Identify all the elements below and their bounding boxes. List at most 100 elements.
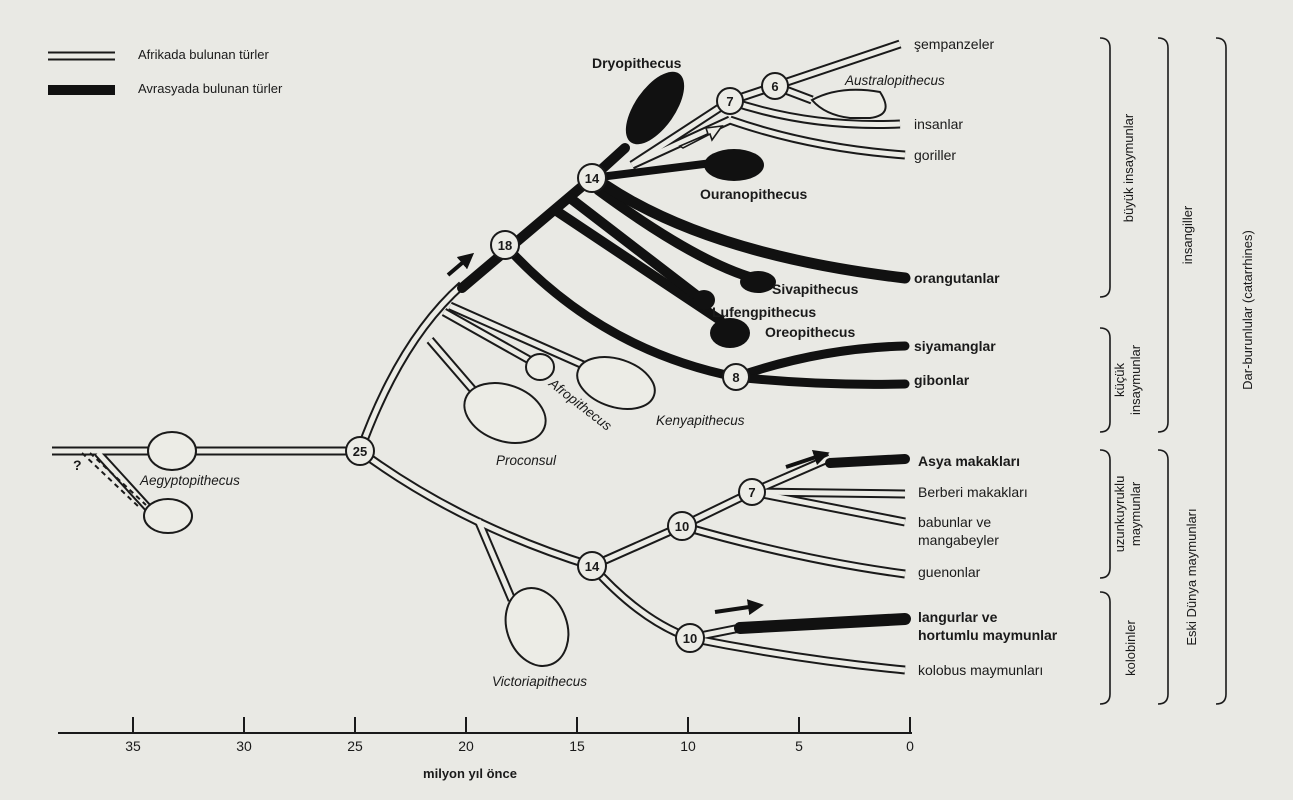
proconsul-blob — [463, 382, 547, 444]
group-insangiller: insangiller — [1180, 205, 1195, 264]
node-circle-14-apes — [577, 163, 607, 193]
dryopithecus-blob — [625, 71, 685, 145]
node-label-10-cercopith: 10 — [675, 519, 689, 534]
node-label-7-macaques: 7 — [748, 485, 755, 500]
taxon-siyamanglar: siyamanglar — [914, 338, 996, 354]
bracket-insangiller — [1157, 37, 1169, 433]
taxon-babunlar-line2: mangabeyler — [918, 532, 999, 548]
node-circle-18 — [490, 230, 520, 260]
bracket-kucuk — [1099, 327, 1111, 433]
node-circle-25 — [345, 436, 375, 466]
ouranopithecus-blob — [704, 149, 764, 181]
eurasian-branches — [457, 143, 911, 634]
node-label-25: 25 — [353, 444, 367, 459]
arrow-icon-macaques — [785, 449, 830, 469]
legend: Afrikada bulunan türler Avrasyada buluna… — [48, 47, 283, 96]
nodes: 25 18 14 7 6 8 14 10 7 10 — [345, 72, 789, 653]
australopithecus-label: Australopithecus — [844, 73, 945, 88]
node-circle-10-colobines — [675, 623, 705, 653]
hollow-arrow-icon — [678, 124, 724, 149]
oreopithecus-label: Oreopithecus — [765, 324, 855, 340]
sivapithecus-label: Sivapithecus — [772, 281, 859, 297]
aegyptopithecus-label: Aegyptopithecus — [139, 473, 240, 488]
node-circle-8 — [722, 363, 750, 391]
axis-tick-label: 25 — [347, 738, 363, 754]
lufengpithecus-label: Lufengpithecus — [712, 304, 816, 320]
node-label-6: 6 — [771, 79, 778, 94]
victoriapithecus-blob — [504, 587, 570, 667]
axis-tick-label: 30 — [236, 738, 252, 754]
afropithecus-blob — [525, 353, 555, 381]
group-labels: büyük insaymunlar küçük insaymunlar insa… — [1112, 113, 1255, 676]
node-circle-6 — [761, 72, 789, 100]
sivapithecus-blob — [740, 271, 776, 293]
arrow-icon-langurs — [714, 599, 764, 616]
kenyapithecus-label: Kenyapithecus — [656, 413, 745, 428]
question-mark: ? — [73, 457, 82, 473]
node-circle-7-macaques — [738, 478, 766, 506]
node-circle-10-cercopith — [667, 511, 697, 541]
fossil-blobs — [143, 71, 887, 667]
group-brackets — [1099, 37, 1227, 705]
taxon-gibonlar: gibonlar — [914, 372, 970, 388]
taxon-langurlar-line2: hortumlu maymunlar — [918, 627, 1058, 643]
taxon-orangutanlar: orangutanlar — [914, 270, 1000, 286]
proconsul-label: Proconsul — [496, 453, 557, 468]
time-axis: 35 30 25 20 15 10 5 0 milyon yıl önce — [58, 717, 914, 781]
node-label-7-apes: 7 — [726, 94, 733, 109]
taxon-kolobus: kolobus maymunları — [918, 662, 1043, 678]
dryopithecus-label: Dryopithecus — [592, 55, 682, 71]
node-label-18: 18 — [498, 238, 512, 253]
group-buyuk-insaymunlar: büyük insaymunlar — [1121, 113, 1136, 222]
group-eski-dunya: Eski Dünya maymunları — [1184, 508, 1199, 645]
node-circle-14-monkeys — [577, 551, 607, 581]
taxon-sempanzeler: şempanzeler — [914, 36, 994, 52]
taxon-berberi-makaklari: Berberi makakları — [918, 484, 1028, 500]
node-label-14-apes: 14 — [585, 171, 600, 186]
bracket-dar — [1215, 37, 1227, 705]
axis-tick-label: 35 — [125, 738, 141, 754]
group-uzun-line1: uzunkuyruklu — [1112, 476, 1127, 553]
group-kucuk-line1: küçük — [1112, 363, 1127, 397]
aegyptopithecus-blob — [147, 431, 197, 471]
arrow-icon-apes — [446, 252, 475, 277]
taxon-babunlar-line1: babunlar ve — [918, 514, 991, 530]
axis-tick-label: 10 — [680, 738, 696, 754]
taxon-guenonlar: guenonlar — [918, 564, 981, 580]
victoriapithecus-label: Victoriapithecus — [492, 674, 587, 689]
australopithecus-blob — [810, 88, 887, 119]
taxon-insanlar: insanlar — [914, 116, 963, 132]
taxon-goriller: goriller — [914, 147, 956, 163]
legend-africa-label: Afrikada bulunan türler — [138, 47, 269, 62]
bracket-uzun — [1099, 449, 1111, 579]
taxon-asya-makaklari: Asya makakları — [918, 453, 1020, 469]
bracket-eski — [1157, 449, 1169, 705]
legend-eurasia-label: Avrasyada bulunan türler — [138, 81, 283, 96]
axis-title: milyon yıl önce — [423, 766, 517, 781]
taxa-labels: şempanzeler insanlar goriller orangutanl… — [914, 36, 1058, 678]
axis-tick-label: 20 — [458, 738, 474, 754]
axis-tick-label: 5 — [795, 738, 803, 754]
axis-tick-label: 15 — [569, 738, 585, 754]
arrows — [446, 252, 830, 616]
african-branches — [52, 39, 906, 675]
ouranopithecus-label: Ouranopithecus — [700, 186, 808, 202]
node-circle-7-apes — [716, 87, 744, 115]
axis-tick-label: 0 — [906, 738, 914, 754]
taxon-langurlar-line1: langurlar ve — [918, 609, 998, 625]
bracket-buyuk — [1099, 37, 1111, 298]
lufengpithecus-blob — [693, 290, 715, 310]
early-fossil-blob — [143, 498, 193, 534]
node-label-8: 8 — [732, 370, 739, 385]
node-label-10-colobines: 10 — [683, 631, 697, 646]
group-kucuk-line2: insaymunlar — [1128, 344, 1143, 415]
bracket-kolobinler — [1099, 591, 1111, 705]
node-label-14-monkeys: 14 — [585, 559, 600, 574]
kenyapithecus-blob — [576, 356, 656, 410]
group-dar-burunlular: Dar-burunlular (catarrhines) — [1240, 230, 1255, 390]
group-uzun-line2: maymunlar — [1128, 481, 1143, 546]
oreopithecus-blob — [710, 318, 750, 348]
group-kolobinler: kolobinler — [1123, 620, 1138, 676]
